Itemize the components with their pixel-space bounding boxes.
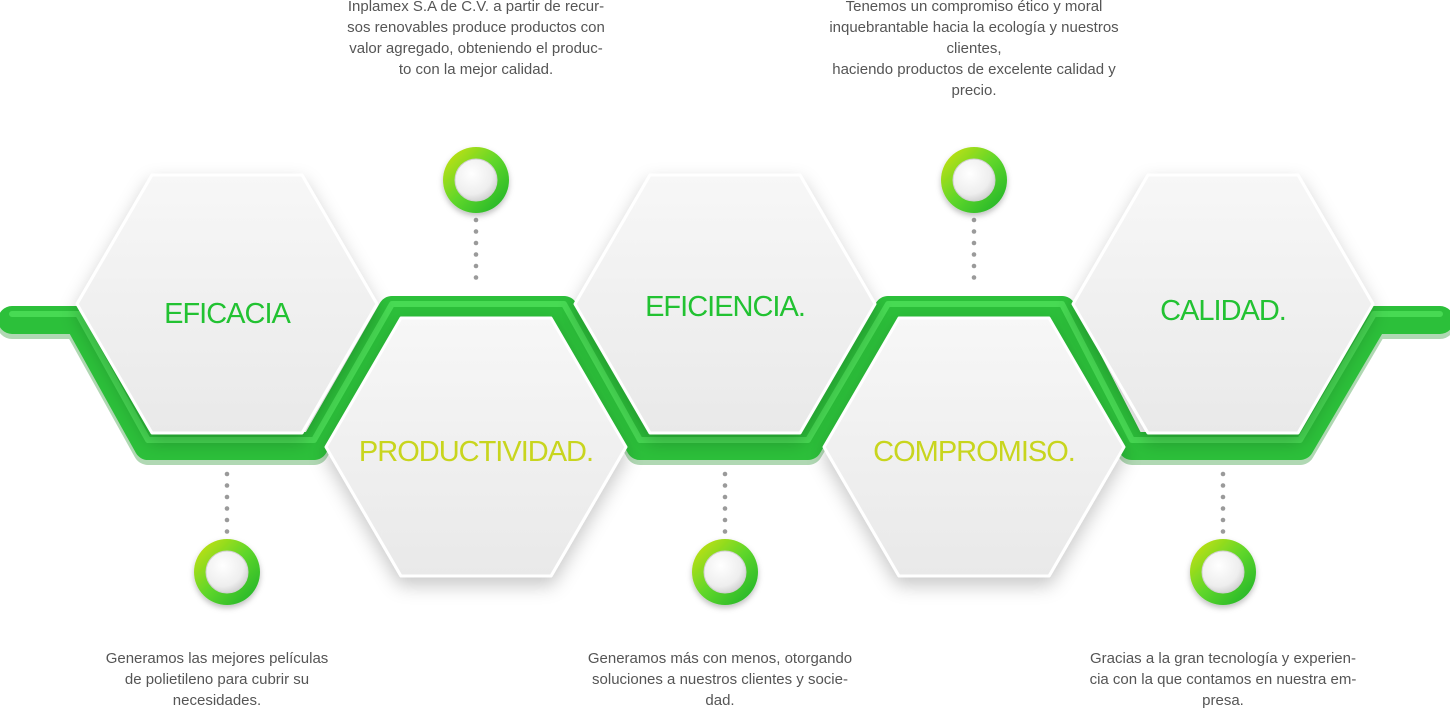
- hexagon-group: EFICACIA PRODUCTIVIDAD. EFICIENCIA. COMPROM…: [75, 173, 1375, 578]
- connector-group: [194, 147, 1256, 605]
- marker-center: [454, 158, 498, 202]
- description-eficiencia: Generamos más con menos, otorgando soluci…: [540, 648, 900, 711]
- marker-knob-eficiencia: [692, 539, 758, 605]
- hexagon-calidad: [1071, 173, 1375, 435]
- description-line: clientes,: [946, 40, 1002, 57]
- connector-dot: [1220, 506, 1226, 511]
- description-line: valor agregado, obteniendo el produc-: [349, 40, 603, 57]
- description-compromiso: Tenemos un compromiso ético y moral inque…: [794, 0, 1154, 101]
- marker-center: [205, 550, 249, 594]
- connector-dot: [224, 506, 230, 511]
- marker-center: [952, 158, 996, 202]
- connector-dot: [473, 252, 479, 257]
- connector-dot: [473, 263, 479, 269]
- connector-dot: [1220, 471, 1226, 477]
- description-productividad: Inplamex S.A de C.V. a partir de recur-s…: [296, 0, 656, 80]
- connector-dot: [473, 275, 479, 280]
- hexagon-eficiencia: [573, 173, 877, 435]
- connector-dot: [224, 517, 230, 523]
- description-line: sos renovables produce productos con: [347, 19, 605, 36]
- description-line: necesidades.: [172, 692, 262, 709]
- description-line: cia con la que contamos en nuestra em-: [1089, 671, 1357, 688]
- description-eficacia: Generamos las mejores películas de poliet…: [37, 648, 397, 711]
- connector-dot: [722, 529, 728, 534]
- connector-dot: [971, 229, 977, 234]
- connector-dot: [473, 217, 479, 223]
- description-line: Inplamex S.A de C.V. a partir de recur-: [347, 0, 605, 15]
- description-line: to con la mejor calidad.: [398, 61, 554, 78]
- connector-dot: [722, 483, 728, 488]
- description-line: de polietileno para cubrir su: [124, 671, 310, 688]
- connector-dot: [224, 483, 230, 488]
- connector-dot: [722, 517, 728, 523]
- connector-dot: [971, 217, 977, 223]
- connector-dot: [224, 529, 230, 534]
- zigzag-band: [0, 296, 1450, 465]
- hexagon-productividad: [324, 316, 628, 578]
- connector-dot: [971, 240, 977, 246]
- zigzag-band-main: [0, 296, 1450, 460]
- connector-dot: [971, 252, 977, 257]
- marker-knob-compromiso: [941, 147, 1007, 213]
- hexagon-label-compromiso: COMPROMISO.: [873, 436, 1075, 468]
- description-line: soluciones a nuestros clientes y socie-: [592, 671, 848, 688]
- marker-knob-calidad: [1190, 539, 1256, 605]
- description-calidad: Gracias a la gran tecnología y experien-…: [1043, 648, 1403, 711]
- marker-knob-eficacia: [194, 539, 260, 605]
- hexagon-label-eficacia: EFICACIA: [164, 298, 291, 330]
- hexagon-compromiso: [822, 316, 1126, 578]
- description-line: Gracias a la gran tecnología y experien-: [1090, 650, 1356, 667]
- hexagon-eficacia: [75, 173, 379, 435]
- connector-dot: [1220, 517, 1226, 523]
- connector-dot: [224, 471, 230, 477]
- marker-knob-productividad: [443, 147, 509, 213]
- connector-dot: [971, 275, 977, 280]
- description-line: Generamos más con menos, otorgando: [587, 650, 853, 667]
- description-line: Tenemos un compromiso ético y moral: [845, 0, 1103, 15]
- hexagon-label-productividad: PRODUCTIVIDAD.: [359, 436, 593, 468]
- connector-dot: [1220, 494, 1226, 500]
- zigzag-band-highlight: [9, 301, 1443, 443]
- connector-dot: [971, 263, 977, 269]
- description-line: dad.: [705, 692, 735, 709]
- description-line: haciendo productos de excelente calidad …: [832, 61, 1116, 78]
- description-line: precio.: [951, 82, 997, 99]
- connector-dot: [722, 494, 728, 500]
- description-line: Generamos las mejores películas: [105, 650, 329, 667]
- hexagon-label-eficiencia: EFICIENCIA.: [645, 291, 805, 323]
- connector-dot: [473, 240, 479, 246]
- connector-dot: [1220, 529, 1226, 534]
- connector-dot: [224, 494, 230, 500]
- connector-dot: [722, 506, 728, 511]
- marker-center: [703, 550, 747, 594]
- description-line: inquebrantable hacia la ecología y nuest…: [829, 19, 1119, 36]
- connector-dot: [722, 471, 728, 477]
- marker-center: [1201, 550, 1245, 594]
- hexagon-label-calidad: CALIDAD.: [1160, 295, 1286, 327]
- connector-dot: [473, 229, 479, 234]
- connector-dot: [1220, 483, 1226, 488]
- description-line: presa.: [1202, 692, 1244, 709]
